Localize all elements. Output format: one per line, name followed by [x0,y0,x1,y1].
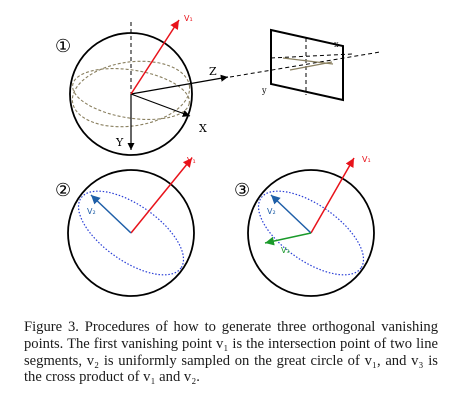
panel-3-v3-label: V₃ [281,246,290,255]
panel-1-plane-segment-b [289,61,333,71]
panel-2: ② V₁ V₂ [55,156,196,297]
panel-3-v3-arrow [264,232,312,246]
figure-caption: Figure 3. Procedures of how to generate … [24,319,438,386]
procedure-figure: ① Y X Z V₁ x [55,14,381,297]
panel-1-y-label: Y [115,136,124,149]
panel-1-plane-y-label: y [261,86,267,95]
panel-1-plane-x-axis [270,53,353,59]
panel-1-plane-x-label: x [334,40,339,49]
panel-2-sphere [67,169,195,297]
panel-3-sphere [247,169,375,297]
panel-1-z-label: Z [209,65,217,78]
panel-2-v2-label: V₂ [87,207,96,216]
panel-2-number: ② [55,180,71,201]
figure-caption-text: Figure 3. Procedures of how to generate … [24,319,438,386]
panel-1: ① Y X Z V₁ x [55,14,381,156]
panel-1-x-label: X [199,122,207,135]
panel-3-great-circle [257,190,365,276]
panel-3-v1-arrow [310,157,355,234]
panel-2-great-circle [77,190,185,276]
panel-1-ellipse-b [72,68,190,120]
panel-3-v1-label: V₁ [362,155,371,164]
panel-1-z-dashed-ray [229,51,381,78]
panel-1-v1-label: V₁ [184,14,193,23]
panel-3-v2-arrow [270,194,312,234]
panel-3-v2-label: V₂ [267,207,276,216]
panel-1-x-axis [130,93,191,117]
panel-2-v1-arrow [130,157,193,234]
panel-1-v1-arrow [130,19,180,95]
panel-2-v2-arrow [90,194,132,234]
panel-3-number: ③ [234,180,250,201]
panel-2-v1-label: V₁ [187,156,196,165]
panel-1-ellipse-a [71,60,191,128]
panel-1-number: ① [55,36,71,57]
panel-1-image-plane [270,28,344,102]
panel-1-z-axis [130,74,229,95]
panel-3: ③ V₁ V₂ V₃ [234,155,375,297]
